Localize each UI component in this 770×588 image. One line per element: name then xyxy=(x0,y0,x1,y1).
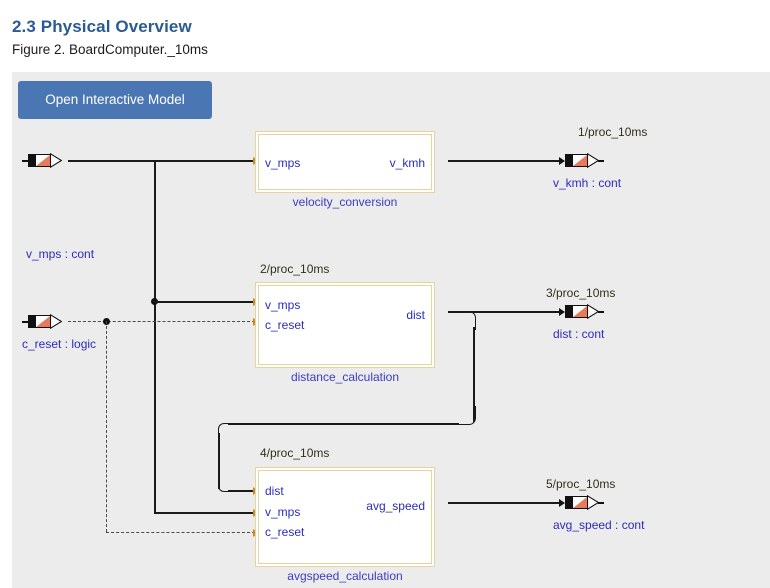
block-distance_calculation[interactable]: v_mps c_reset dist xyxy=(255,282,435,368)
block-input-v_mps: v_mps xyxy=(265,156,301,170)
wire-dist-feedback-corner-bottom xyxy=(457,406,476,425)
block-input-v_mps: v_mps xyxy=(265,505,301,519)
wire-avgspeed-out xyxy=(448,502,561,504)
wire-creset-to-avgspeed xyxy=(106,532,255,533)
output-port-avg_speed[interactable] xyxy=(565,495,611,510)
wire-dist-feedback-corner-left xyxy=(218,423,231,436)
output-tag-avg_speed: 5/proc_10ms xyxy=(546,477,616,491)
block-velocity_conversion[interactable]: v_mps v_kmh xyxy=(255,131,435,193)
block-label-velocity_conversion: velocity_conversion xyxy=(292,195,398,209)
input-port-v_mps[interactable] xyxy=(22,153,68,168)
port-block-icon xyxy=(565,496,572,509)
block-output-v_kmh: v_kmh xyxy=(389,156,425,170)
port-stub-right xyxy=(598,502,604,504)
wire-vmps-to-avgspeed xyxy=(154,512,255,514)
wire-vkmh-out xyxy=(448,160,561,162)
port-stub-left xyxy=(22,321,29,323)
port-block-icon xyxy=(565,305,572,318)
port-signal-icon xyxy=(35,154,51,167)
wire-creset-main xyxy=(68,321,255,322)
port-arrow-icon xyxy=(50,314,62,329)
block-output-avg_speed: avg_speed xyxy=(366,499,425,513)
wire-dist-feedback-v2 xyxy=(218,433,220,489)
wire-dist-feedback-corner-top xyxy=(457,311,476,330)
port-stub-right xyxy=(598,311,604,313)
port-stub-right xyxy=(598,160,604,162)
block-avgspeed_calculation[interactable]: dist v_mps c_reset avg_speed xyxy=(255,467,435,567)
arrow-dist-port xyxy=(559,308,565,316)
figure-caption: Figure 2. BoardComputer._10ms xyxy=(12,42,208,57)
block-input-c_reset: c_reset xyxy=(265,525,305,539)
block-label-distance_calculation: distance_calculation xyxy=(290,370,400,384)
open-interactive-model-button[interactable]: Open Interactive Model xyxy=(18,81,212,119)
port-block-icon xyxy=(565,154,572,167)
port-signal-icon xyxy=(572,154,588,167)
block-body: v_mps v_kmh xyxy=(258,134,432,190)
port-arrow-icon xyxy=(587,153,599,168)
port-signal-icon xyxy=(35,315,51,328)
wire-dist-feedback-v1 xyxy=(473,327,475,422)
wire-vmps-down xyxy=(154,160,156,514)
block-tag-avgspeed_calculation: 4/proc_10ms xyxy=(260,446,330,460)
wire-creset-down xyxy=(106,321,107,532)
output-label-dist: dist : cont xyxy=(553,327,605,341)
port-arrow-icon xyxy=(587,304,599,319)
block-label-avgspeed_calculation: avgspeed_calculation xyxy=(287,569,403,583)
block-body: v_mps c_reset dist xyxy=(258,285,432,365)
port-block-icon xyxy=(28,154,35,167)
wire-dist-out xyxy=(448,311,561,313)
block-output-dist: dist xyxy=(406,308,425,322)
output-port-dist[interactable] xyxy=(565,304,611,319)
diagram-canvas: Open Interactive Model xyxy=(12,72,770,588)
output-tag-v_kmh: 1/proc_10ms xyxy=(578,125,648,139)
port-stub-left xyxy=(22,160,29,162)
port-signal-icon xyxy=(572,305,588,318)
block-input-v_mps: v_mps xyxy=(265,298,301,312)
page-title: 2.3 Physical Overview xyxy=(12,17,192,37)
output-label-v_kmh: v_kmh : cont xyxy=(553,176,622,190)
output-tag-dist: 3/proc_10ms xyxy=(546,286,616,300)
input-label-v_mps: v_mps : cont xyxy=(26,247,95,261)
port-arrow-icon xyxy=(50,153,62,168)
input-port-c_reset[interactable] xyxy=(22,314,68,329)
output-port-v_kmh[interactable] xyxy=(565,153,611,168)
arrow-vkmh-port xyxy=(559,157,565,165)
port-arrow-icon xyxy=(587,495,599,510)
input-label-c_reset: c_reset : logic xyxy=(22,337,97,351)
wire-vmps-main xyxy=(68,160,255,162)
port-block-icon xyxy=(28,315,35,328)
output-label-avg_speed: avg_speed : cont xyxy=(553,518,645,532)
wire-dist-feedback-corner-in xyxy=(218,479,231,492)
wire-vmps-to-distance xyxy=(154,301,255,303)
wire-dist-feedback-h1 xyxy=(228,423,459,425)
block-body: dist v_mps c_reset avg_speed xyxy=(258,470,432,564)
block-input-dist: dist xyxy=(265,484,284,498)
block-input-c_reset: c_reset xyxy=(265,318,305,332)
wire-dist-feedback-h2 xyxy=(228,490,255,492)
arrow-avgspeed-port xyxy=(559,499,565,507)
port-signal-icon xyxy=(572,496,588,509)
block-tag-distance_calculation: 2/proc_10ms xyxy=(260,262,330,276)
